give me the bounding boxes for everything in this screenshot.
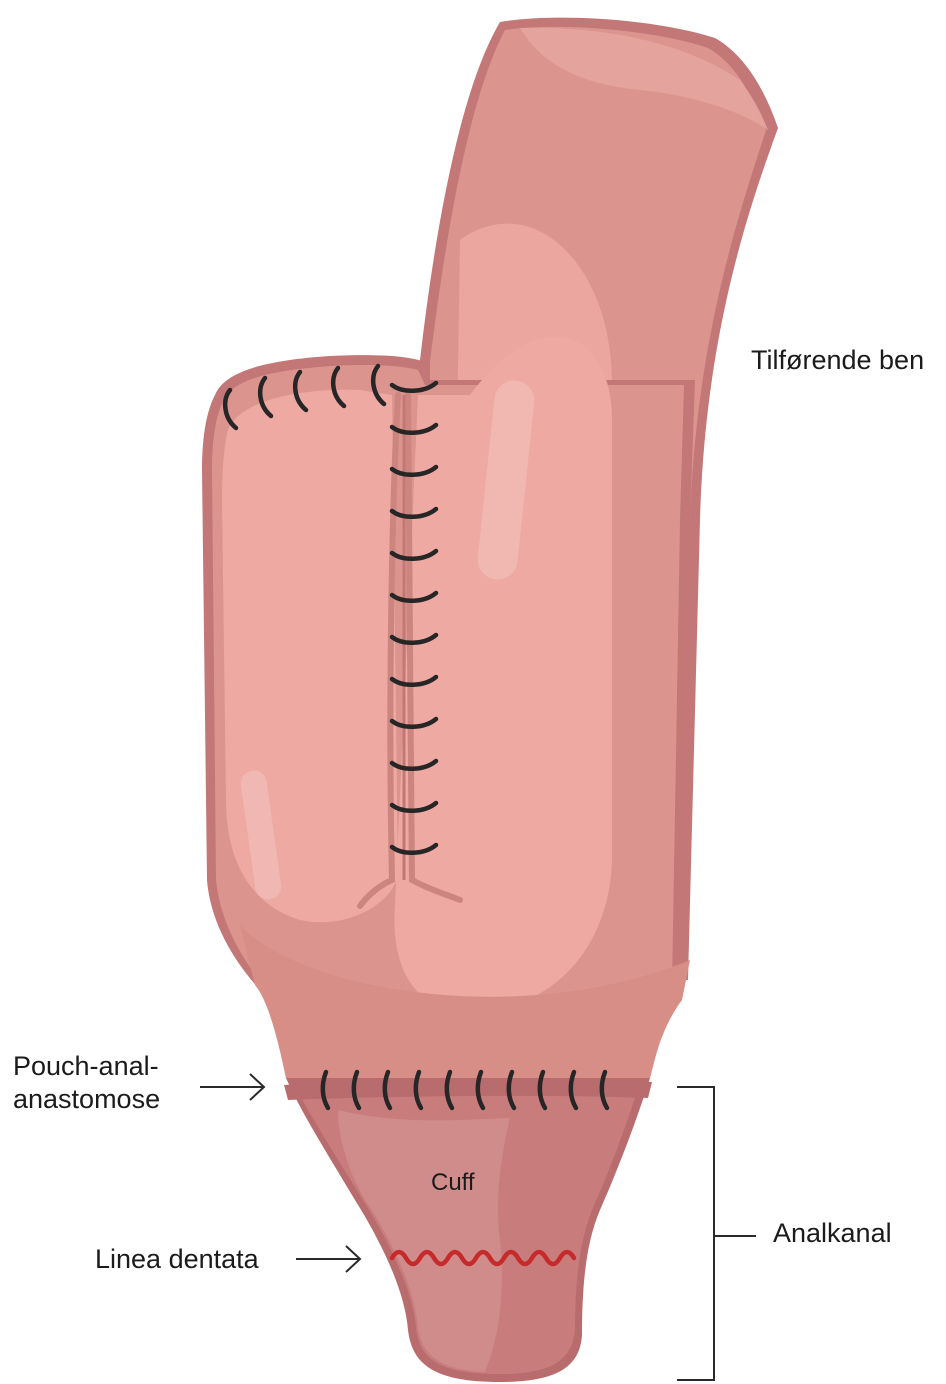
pouch-anal-arrow	[200, 1074, 264, 1100]
label-pouch-anal-anastomose: Pouch-anal- anastomose	[13, 1050, 160, 1116]
pouch-inner-light-left	[222, 390, 398, 922]
label-pouch-line-1: Pouch-anal-	[13, 1050, 160, 1083]
label-tilforende-ben: Tilførende ben	[751, 344, 924, 377]
analkanal-bracket	[677, 1087, 756, 1380]
cuff-inner	[338, 1110, 510, 1372]
pouch-body	[202, 337, 695, 1078]
label-cuff: Cuff	[431, 1168, 475, 1198]
linea-dentata-arrow	[296, 1246, 360, 1272]
label-linea-dentata: Linea dentata	[95, 1243, 259, 1276]
label-pouch-line-2: anastomose	[13, 1083, 160, 1116]
anal-canal	[284, 1078, 652, 1382]
label-analkanal: Analkanal	[773, 1217, 892, 1250]
